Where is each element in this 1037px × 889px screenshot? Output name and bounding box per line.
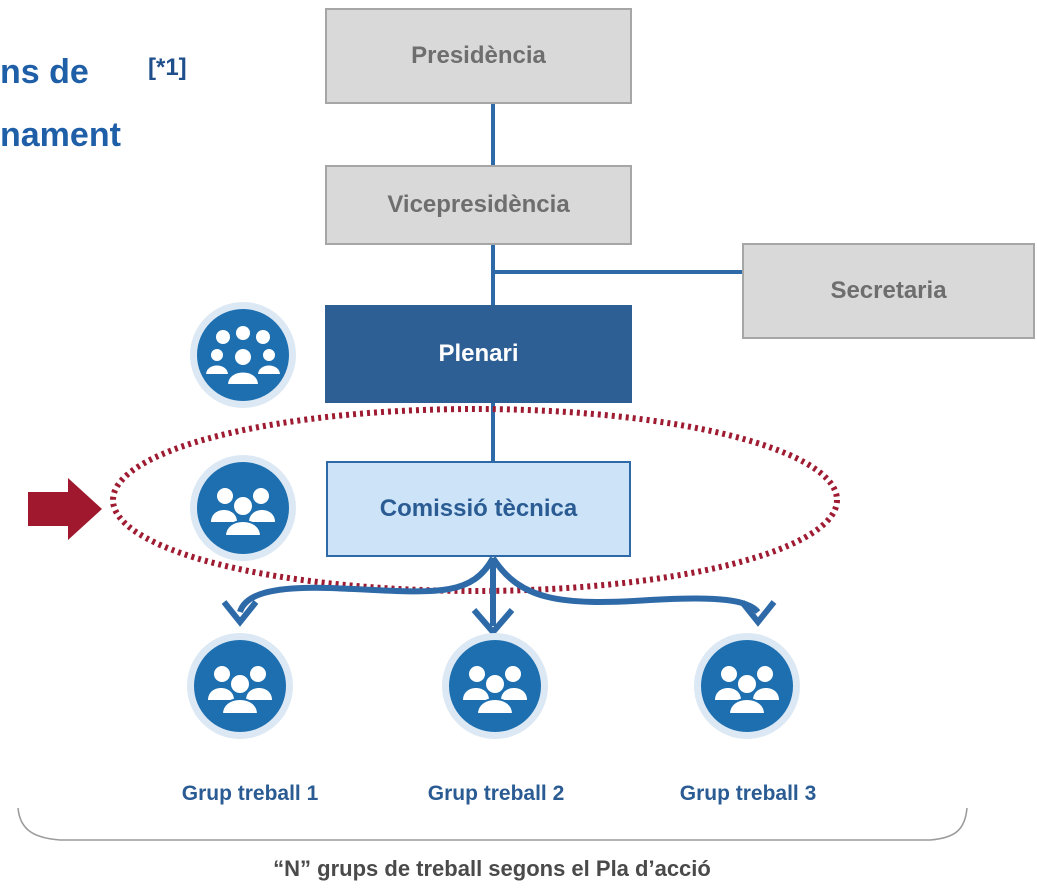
highlight-ellipse xyxy=(110,406,840,594)
box-secretaria-label: Secretaria xyxy=(830,277,947,304)
group-1-people-icon xyxy=(187,633,293,739)
arrowhead-group-2 xyxy=(471,608,515,637)
group-label-1: Grup treball 1 xyxy=(181,782,319,805)
box-plenari: Plenari xyxy=(325,305,632,403)
branch-arrow-group-3 xyxy=(490,556,761,615)
plenari-people-icon xyxy=(190,302,296,408)
group-3-people-icon xyxy=(694,633,800,739)
arrowhead-group-1 xyxy=(221,600,259,627)
page-title-line-2: nament xyxy=(0,116,121,154)
box-vicepresidencia: Vicepresidència xyxy=(325,165,632,245)
box-presidencia-label: Presidència xyxy=(411,42,546,69)
group-label-2: Grup treball 2 xyxy=(427,782,565,805)
red-arrow-icon xyxy=(28,478,102,540)
group-2-people-icon xyxy=(442,633,548,739)
footnote-marker: [*1] xyxy=(148,54,187,81)
bottom-brace xyxy=(17,807,968,841)
groups-caption: “N” grups de treball segons el Pla d’acc… xyxy=(273,856,711,881)
comissio-people-icon xyxy=(190,455,296,561)
box-vicepresidencia-label: Vicepresidència xyxy=(387,191,570,218)
box-secretaria: Secretaria xyxy=(742,243,1035,339)
branch-arrow-group-1 xyxy=(237,556,496,614)
arrowhead-group-3 xyxy=(739,600,777,627)
page-title-line-1: ns de xyxy=(0,53,89,91)
box-comissio-tecnica: Comissió tècnica xyxy=(326,461,631,557)
box-plenari-label: Plenari xyxy=(438,340,519,367)
box-comissio-tecnica-label: Comissió tècnica xyxy=(379,495,578,522)
box-presidencia: Presidència xyxy=(325,8,632,104)
group-label-3: Grup treball 3 xyxy=(679,782,817,805)
